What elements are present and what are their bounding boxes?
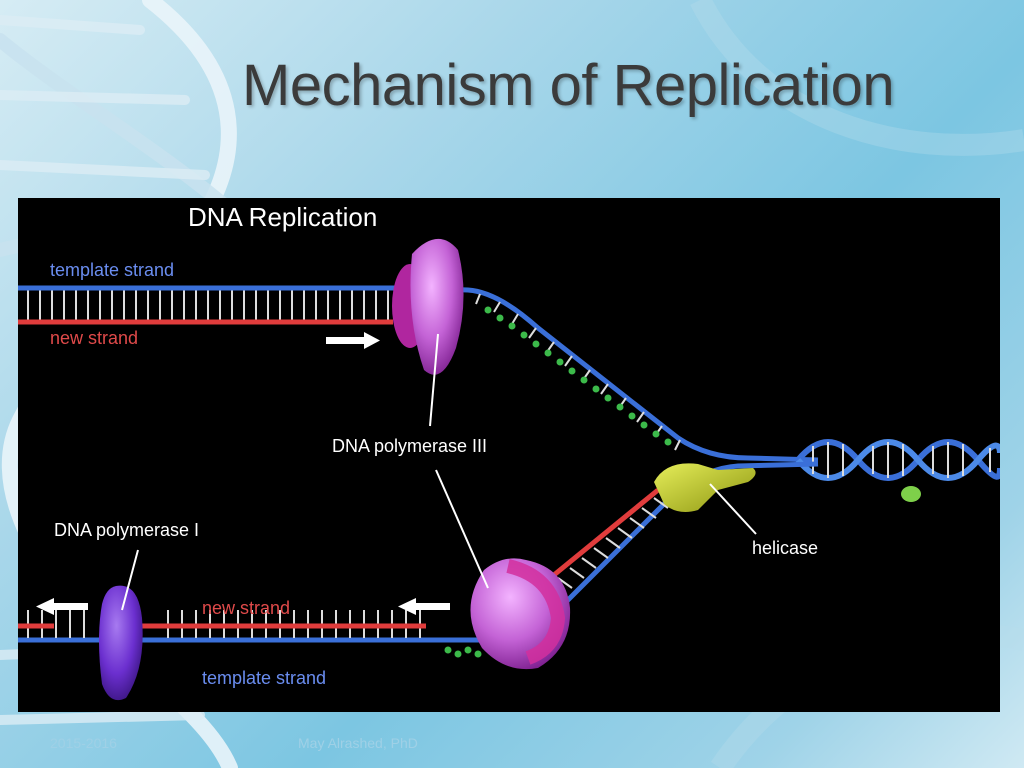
label-leader-lines <box>121 333 757 611</box>
diagram-heading: DNA Replication <box>188 202 378 232</box>
label-template-strand-bottom: template strand <box>202 668 327 688</box>
bottom-duplex-rungs <box>27 610 421 638</box>
label-new-strand-top: new strand <box>50 328 139 348</box>
parental-double-helix <box>795 439 1000 502</box>
top-duplex-rungs <box>27 290 389 320</box>
footer-year: 2015-2016 <box>50 735 117 751</box>
dna-polymerase-iii-top <box>392 238 464 375</box>
label-new-strand-bottom: new strand <box>202 598 291 618</box>
upper-fork-template <box>402 285 819 463</box>
label-helicase: helicase <box>752 538 819 558</box>
footer-author: May Alrashed, PhD <box>298 735 418 751</box>
upper-fork-rungs <box>475 293 681 451</box>
dna-replication-diagram: DNA Replication template strand new stra… <box>18 198 1000 712</box>
label-dna-polymerase-iii: DNA polymerase III <box>332 436 488 456</box>
dna-polymerase-i-enzyme <box>99 585 143 701</box>
slide-title: Mechanism of Replication <box>242 53 895 118</box>
label-dna-polymerase-i: DNA polymerase I <box>54 520 200 540</box>
arrow-left-bottom <box>398 598 450 615</box>
primer-beads-bottom <box>444 646 482 658</box>
leading-new-strand <box>536 488 660 590</box>
diagram-illustration <box>18 238 1000 701</box>
arrow-left-far <box>36 598 88 615</box>
helicase-enzyme <box>654 463 756 512</box>
label-template-strand-top: template strand <box>50 260 175 280</box>
dna-polymerase-iii-bottom <box>470 558 571 670</box>
okazaki-fragment-beads <box>484 306 672 446</box>
arrow-right-top <box>326 332 380 349</box>
